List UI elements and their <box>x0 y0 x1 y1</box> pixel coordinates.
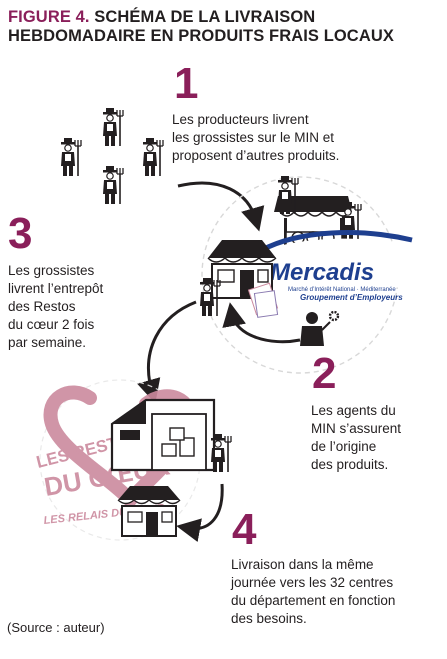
figure-title: FIGURE 4. SCHÉMA DE LA LIVRAISON HEBDOMA… <box>8 8 438 46</box>
step-1-number: 1 <box>174 59 199 108</box>
step-3-line: livrent l’entrepôt <box>8 281 104 296</box>
title-line-2: HEBDOMADAIRE EN PRODUITS FRAIS LOCAUX <box>8 27 394 45</box>
farmer-icon <box>199 277 221 317</box>
step-2-line: de l’origine <box>311 439 377 454</box>
arrow-icon <box>176 483 224 542</box>
mercadis-name: Mercadis <box>270 259 374 286</box>
farmer-icon <box>60 107 164 205</box>
step-1-line: proposent d’autres produits. <box>172 148 340 163</box>
step-4-text: Livraison dans la même journée vers les … <box>231 556 395 628</box>
agent-icon <box>300 312 331 346</box>
step-2-number: 2 <box>312 349 337 398</box>
step-4-line: du département en fonction <box>231 593 396 608</box>
step-1-line: les grossistes sur le MIN et <box>172 130 335 145</box>
step-1-text: Les producteurs livrent les grossistes s… <box>172 111 339 165</box>
step-4-line: Livraison dans la même <box>231 557 374 572</box>
gear-icon <box>328 310 340 322</box>
arrow-icon <box>177 181 265 232</box>
step-4-line: journée vers les 32 centres <box>231 575 394 590</box>
mercadis-logo: Mercadis Marché d’Intérêt National · Méd… <box>260 230 418 302</box>
step-1-line: Les producteurs livrent <box>172 112 309 127</box>
step-2-line: Les agents du <box>311 403 396 418</box>
step-3-line: par semaine. <box>8 335 87 350</box>
arrow-icon <box>222 302 301 344</box>
title-line-1: SCHÉMA DE LA LIVRAISON <box>94 8 316 26</box>
step-3-line: des Restos <box>8 299 76 314</box>
farmer-icon <box>277 175 299 215</box>
shop-icon <box>117 486 181 537</box>
step-4-line: des besoins. <box>231 611 307 626</box>
arrow-icon <box>137 300 197 404</box>
step-2-line: MIN s’assurent <box>311 421 402 436</box>
figure-label: FIGURE 4. <box>8 8 90 26</box>
farmer-icon <box>210 433 232 473</box>
source-note: (Source : auteur) <box>7 620 105 635</box>
step-3-text: Les grossistes livrent l’entrepôt des Re… <box>8 262 103 352</box>
step-3-line: du cœur 2 fois <box>8 317 95 332</box>
warehouse-icon <box>110 398 216 472</box>
step-2-line: des produits. <box>311 457 389 472</box>
step-2-text: Les agents du MIN s’assurent de l’origin… <box>311 402 401 474</box>
mercadis-tagline-1: Marché d’Intérêt National · Méditerranée <box>288 287 396 293</box>
step-3-line: Les grossistes <box>8 263 95 278</box>
step-3-number: 3 <box>8 209 33 258</box>
mercadis-tagline-2: Groupement d’Employeurs <box>300 293 403 302</box>
step-4-number: 4 <box>232 505 257 554</box>
